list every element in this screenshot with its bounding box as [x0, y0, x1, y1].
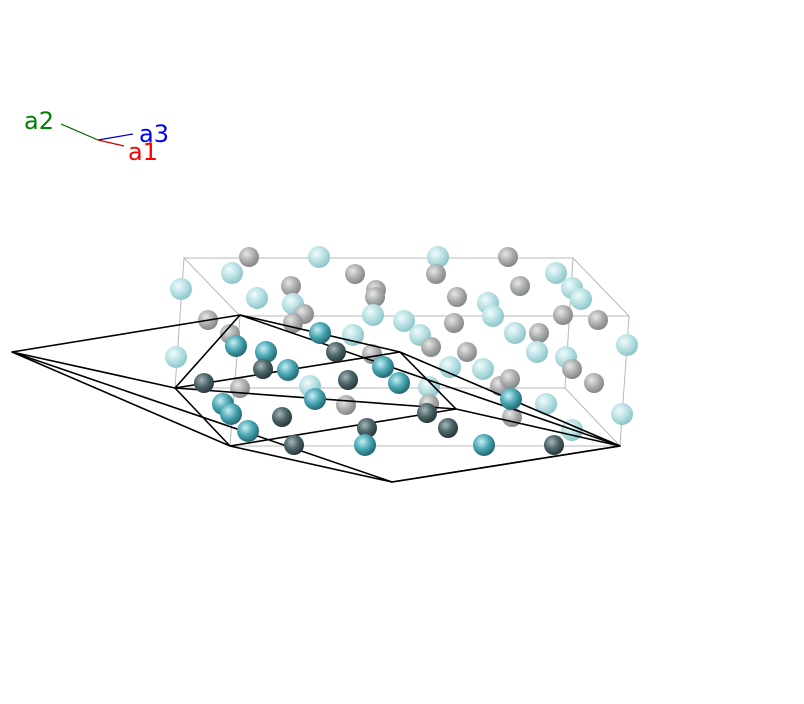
atom — [504, 322, 526, 344]
atom — [246, 287, 268, 309]
atom — [500, 388, 522, 410]
atom — [388, 372, 410, 394]
atom — [616, 334, 638, 356]
a3-axis-label: a3 — [139, 120, 169, 148]
a1-axis-line — [97, 139, 125, 147]
a1-axis-label: a1 — [128, 138, 158, 166]
atom — [535, 393, 557, 415]
a2-axis-label: a2 — [24, 107, 54, 135]
atom — [562, 359, 582, 379]
atom — [237, 420, 259, 442]
atom — [570, 288, 592, 310]
atom — [336, 395, 356, 415]
slab-atoms — [194, 322, 564, 456]
atom — [526, 341, 548, 363]
atom — [421, 337, 441, 357]
atom — [372, 356, 394, 378]
atom — [365, 287, 385, 307]
atom — [393, 310, 415, 332]
atom — [473, 434, 495, 456]
atom — [553, 305, 573, 325]
atom — [304, 388, 326, 410]
atom — [220, 403, 242, 425]
atom — [170, 278, 192, 300]
atom — [272, 407, 292, 427]
atom — [194, 373, 214, 393]
atom — [529, 323, 549, 343]
atom — [447, 287, 467, 307]
atom — [230, 378, 250, 398]
atom — [544, 435, 564, 455]
atom — [326, 342, 346, 362]
atom — [357, 418, 377, 438]
atom — [510, 276, 530, 296]
atom — [221, 262, 243, 284]
atom — [345, 264, 365, 284]
atom — [308, 246, 330, 268]
atom — [225, 335, 247, 357]
atom — [457, 342, 477, 362]
atom — [439, 356, 461, 378]
a3-axis-line — [97, 133, 134, 141]
a2-axis-line — [60, 123, 99, 141]
atom — [284, 435, 304, 455]
atom — [165, 346, 187, 368]
atom — [584, 373, 604, 393]
atom — [277, 359, 299, 381]
atom — [338, 370, 358, 390]
atom — [498, 247, 518, 267]
axis-indicator: a2 a3 a1 — [24, 107, 169, 166]
atom — [426, 264, 446, 284]
atom — [362, 304, 384, 326]
atom — [354, 434, 376, 456]
atom — [255, 341, 277, 363]
atom — [482, 305, 504, 327]
atom — [239, 247, 259, 267]
atom — [444, 313, 464, 333]
atom — [427, 246, 449, 268]
atom — [309, 322, 331, 344]
atom — [438, 418, 458, 438]
atom — [545, 262, 567, 284]
atom — [281, 276, 301, 296]
atom — [417, 403, 437, 423]
atom — [588, 310, 608, 330]
atom — [472, 358, 494, 380]
atom — [283, 313, 303, 333]
atom — [611, 403, 633, 425]
atom — [253, 359, 273, 379]
atom — [500, 369, 520, 389]
